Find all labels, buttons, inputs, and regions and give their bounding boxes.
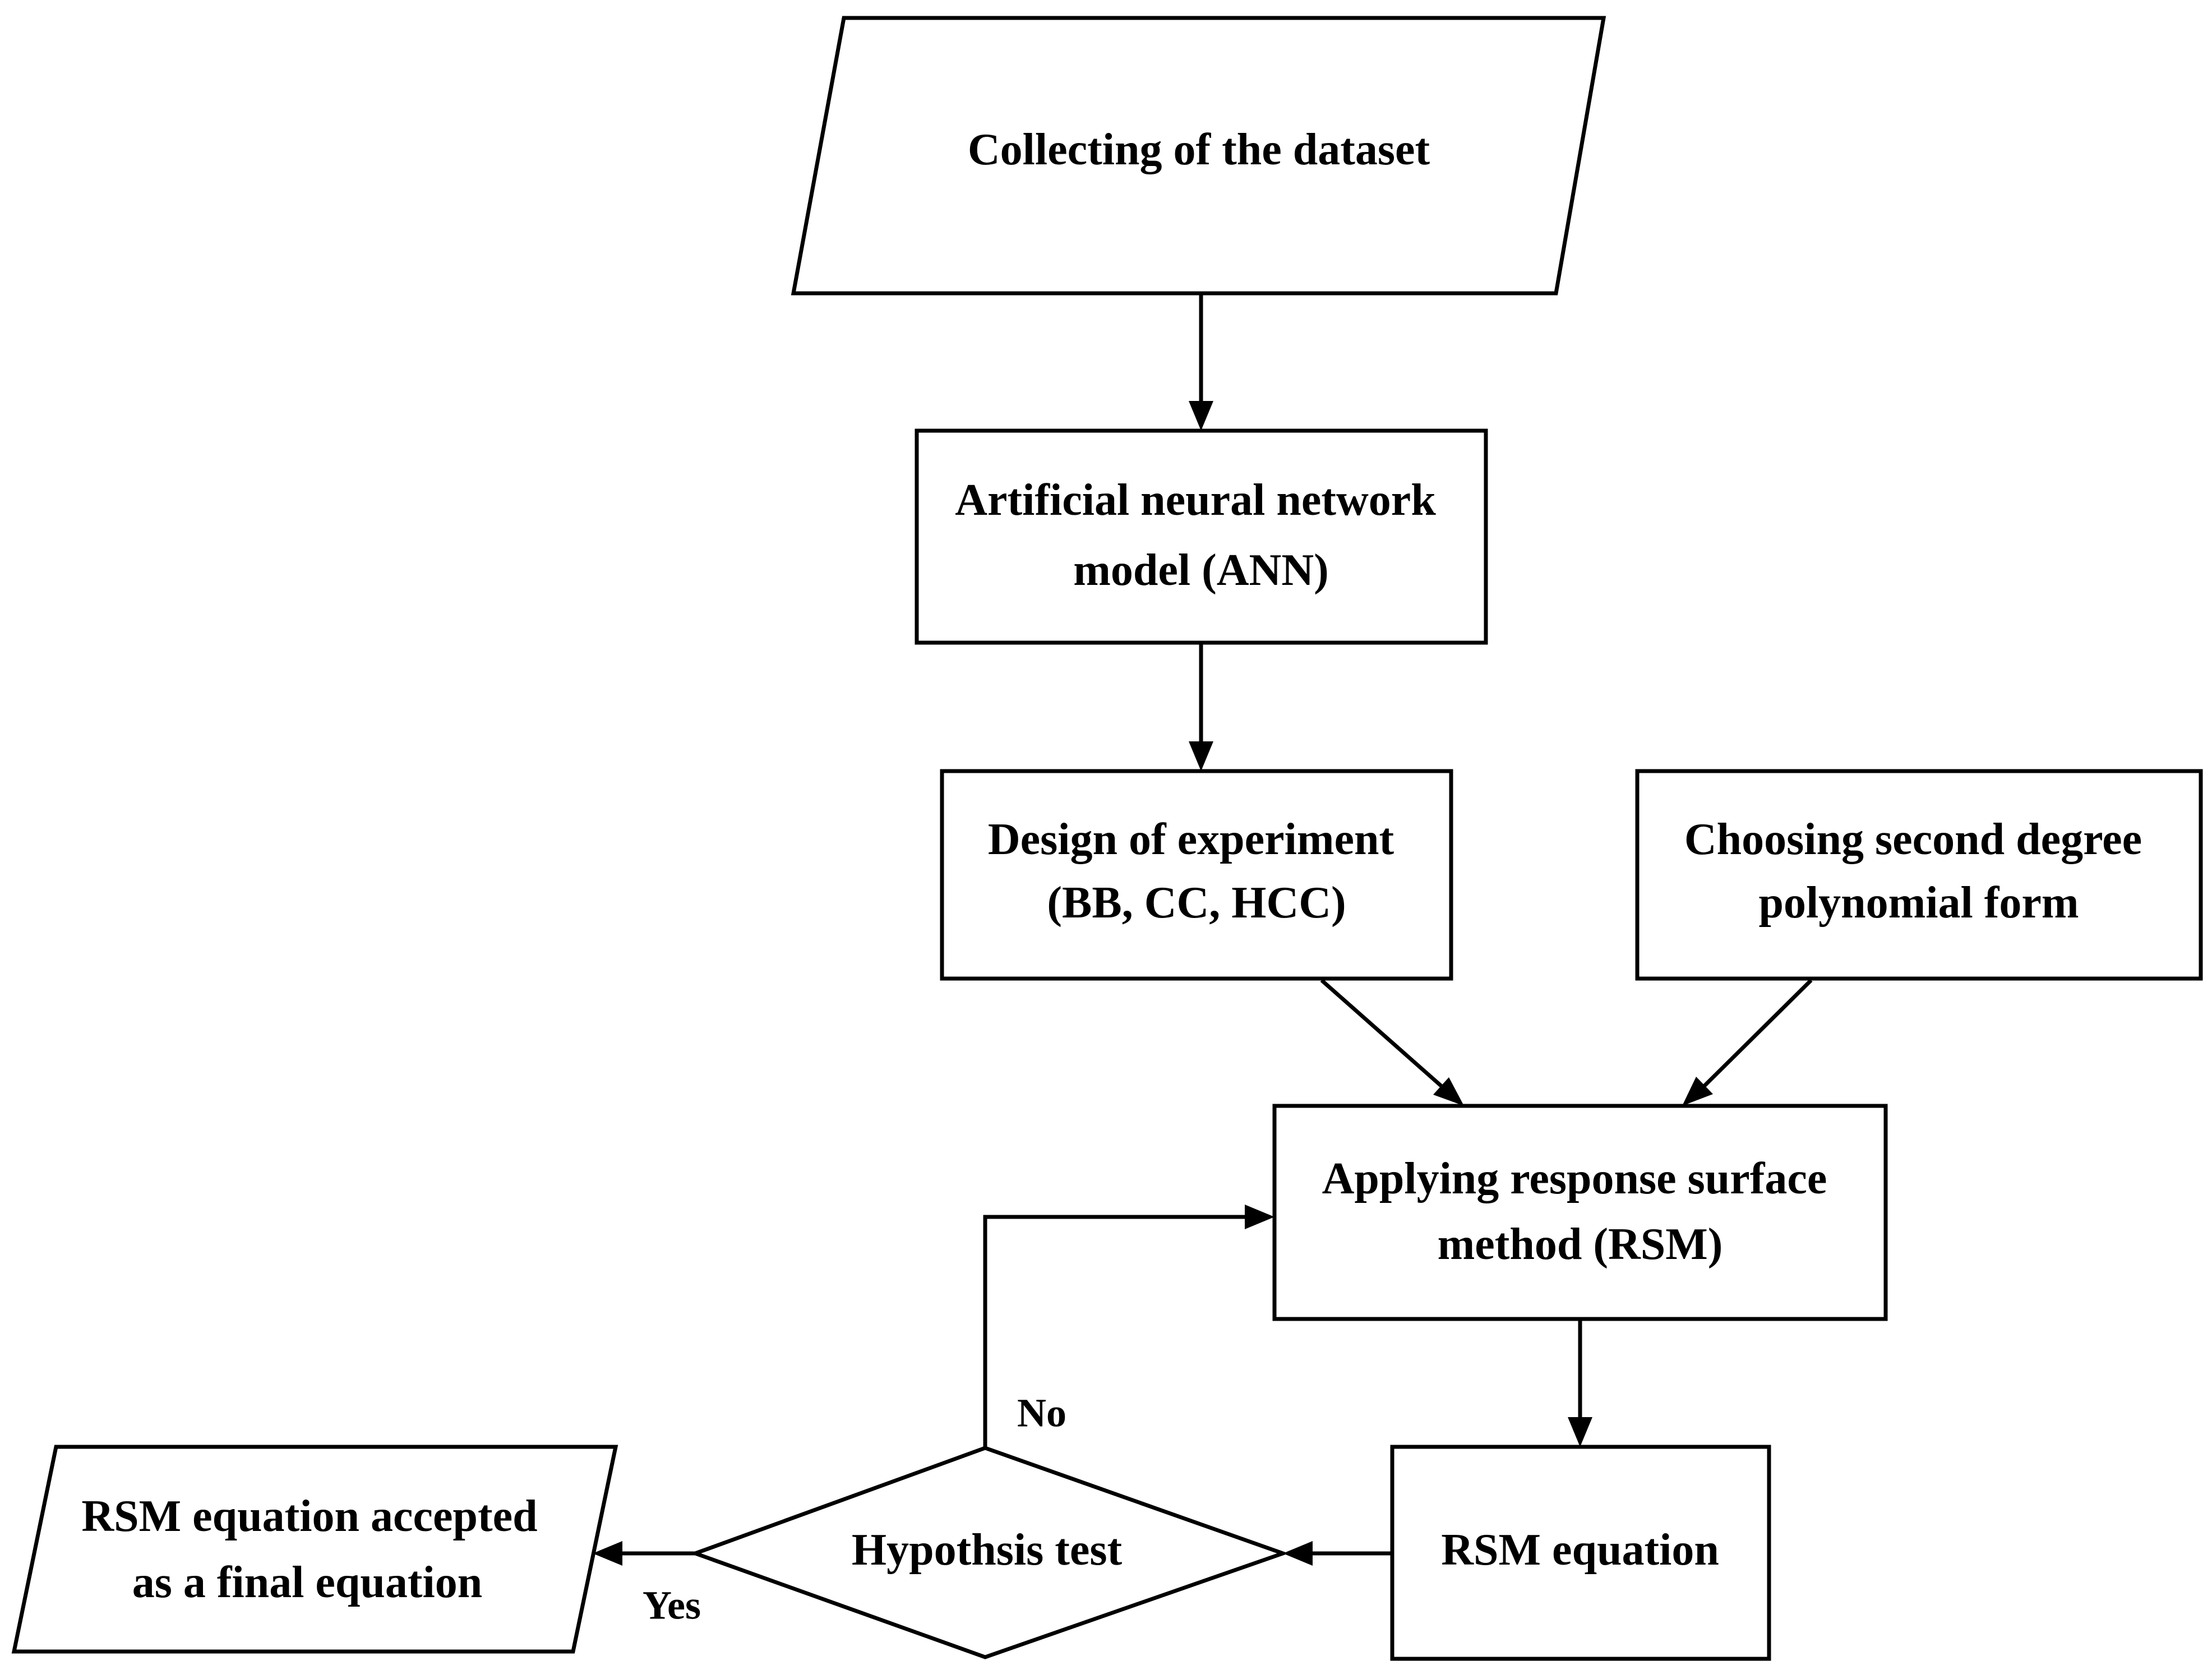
rsm-equation-label: RSM equation — [1441, 1525, 1719, 1575]
ann-model-label-line-1: Artificial neural network — [955, 476, 1436, 525]
arrow-poly-to-rsm — [1682, 1077, 1713, 1106]
ann-model-label: Artificial neural network model (ANN) — [955, 476, 1447, 595]
final-equation-label-line-1: RSM equation accepted — [81, 1492, 537, 1541]
arrow-ann-to-doe — [1189, 741, 1213, 771]
hypothesis-test-label: Hypothsis test — [852, 1525, 1123, 1575]
no-branch-label: No — [1017, 1391, 1066, 1436]
edge-poly-to-rsm — [1703, 979, 1813, 1087]
rsm-equation-node — [1390, 1445, 1771, 1661]
final-equation-node — [11, 1445, 618, 1654]
ann-model-node — [915, 428, 1488, 645]
apply-rsm-label: Applying response surface method (RSM) — [1322, 1154, 1839, 1269]
design-of-experiment-label-line-2: (BB, CC, HCC) — [1047, 878, 1346, 928]
hypothesis-test-decision — [689, 1446, 1289, 1659]
design-of-experiment-label: Design of experiment (BB, CC, HCC) — [988, 815, 1405, 928]
collect-dataset-label: Collecting of the dataset — [968, 125, 1430, 174]
yes-branch-label: Yes — [643, 1583, 701, 1628]
ann-model-label-line-2: model (ANN) — [1073, 546, 1328, 595]
arrow-hypothesis-yes — [593, 1541, 622, 1566]
apply-rsm-node — [1272, 1104, 1888, 1321]
final-equation-label: RSM equation accepted as a final equatio… — [81, 1492, 548, 1607]
arrow-rsm-to-equation — [1568, 1417, 1592, 1447]
design-of-experiment-label-line-1: Design of experiment — [988, 815, 1394, 864]
collect-dataset-label-line-1: Collecting of the dataset — [968, 125, 1430, 174]
arrow-hypothesis-no-loop — [1245, 1205, 1274, 1229]
arrow-doe-to-rsm — [1433, 1077, 1464, 1106]
arrow-collect-to-ann — [1189, 401, 1213, 431]
polynomial-form-node — [1635, 769, 2203, 981]
apply-rsm-label-line-1: Applying response surface — [1322, 1154, 1827, 1203]
apply-rsm-label-line-2: method (RSM) — [1438, 1220, 1723, 1269]
edge-hypothesis-no-loop — [983, 1215, 1245, 1448]
edge-doe-to-rsm — [1320, 979, 1443, 1088]
rsm-equation-label-line-1: RSM equation — [1441, 1525, 1719, 1575]
arrow-equation-to-hypothesis — [1283, 1541, 1313, 1566]
final-equation-label-line-2: as a final equation — [132, 1558, 483, 1607]
hypothesis-test-label-line-1: Hypothsis test — [852, 1525, 1123, 1575]
collect-dataset-node — [791, 16, 1606, 296]
polynomial-form-label: Choosing second degree polynomial form — [1684, 815, 2153, 928]
polynomial-form-label-line-2: polynomial form — [1758, 878, 2079, 928]
design-of-experiment-node — [940, 769, 1453, 981]
polynomial-form-label-line-1: Choosing second degree — [1684, 815, 2142, 864]
